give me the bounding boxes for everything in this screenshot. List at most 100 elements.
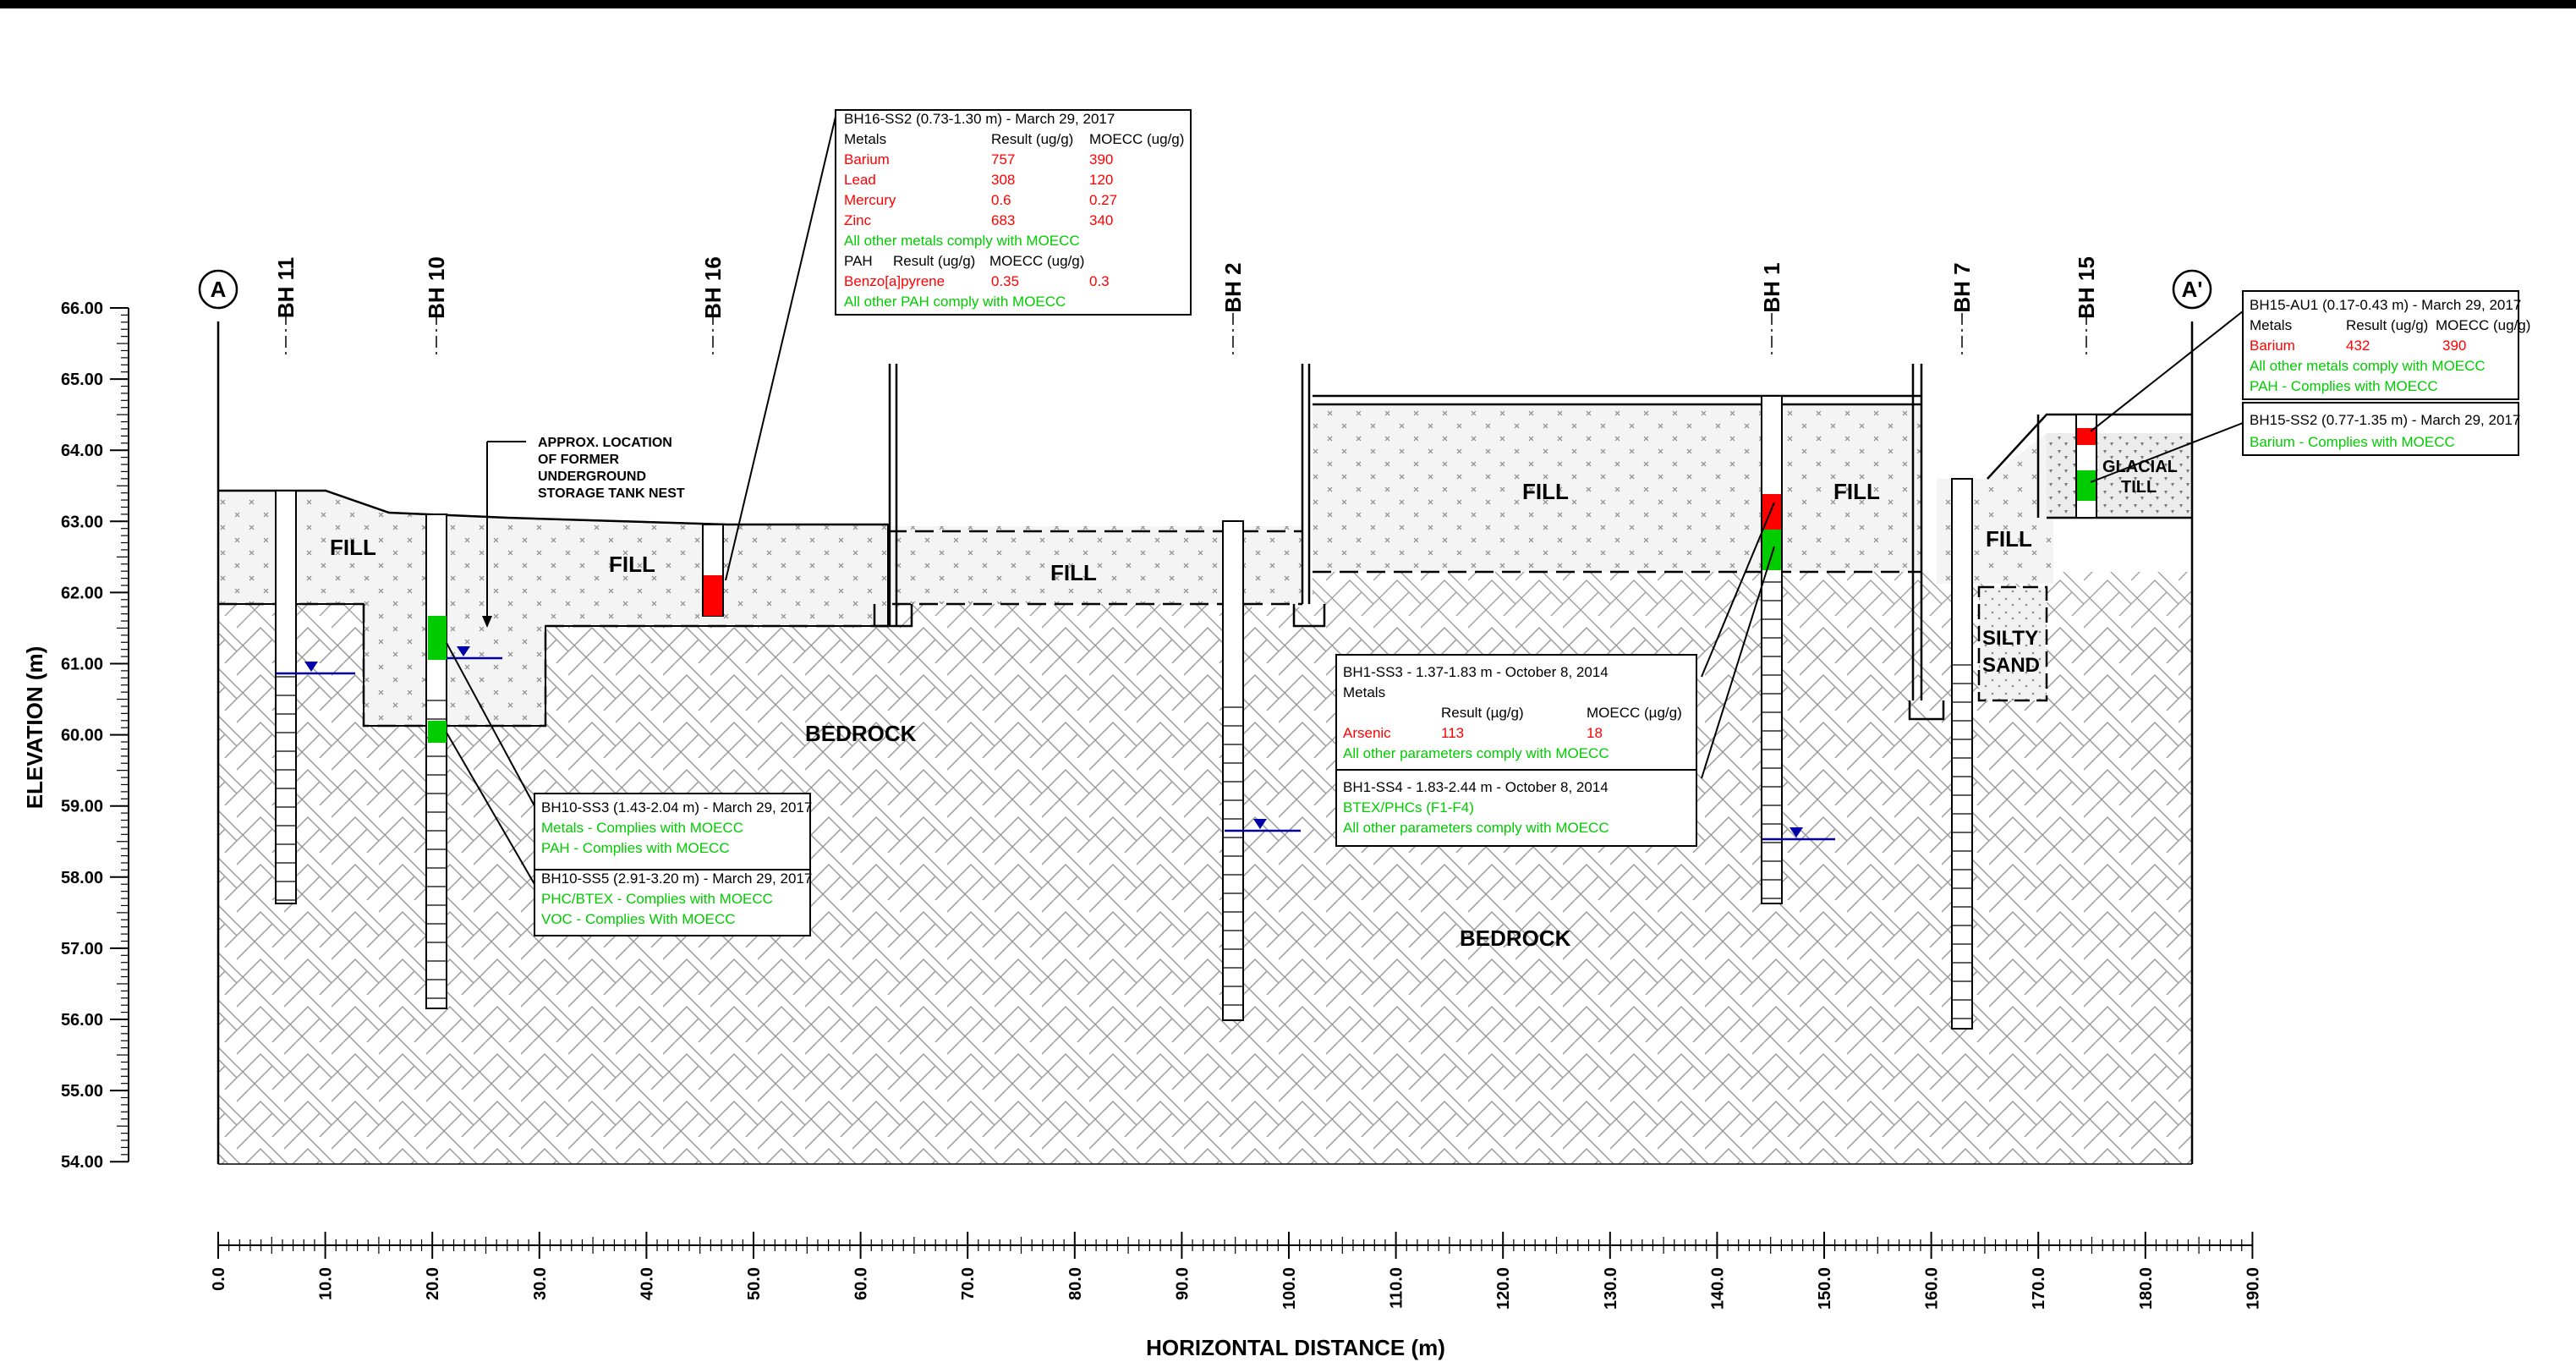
y-tick-label: 57.00 (61, 940, 103, 958)
borehole-label-bh1: BH 1 (1759, 262, 1784, 312)
bh16-row-cell: Zinc (844, 212, 872, 228)
sample-bh10-ss3 (428, 616, 447, 660)
y-tick-label: 58.00 (61, 869, 103, 887)
bh16-pah-result-header: Result (ug/g) (893, 253, 975, 269)
ust-note-line-3: UNDERGROUND (538, 470, 646, 484)
ust-note-line-1: APPROX. LOCATION (538, 436, 672, 450)
borehole-label-bh2: BH 2 (1220, 262, 1246, 312)
bh1a-result-h: Result (µg/g) (1441, 705, 1524, 721)
bh16-row-cell: Lead (844, 172, 876, 188)
x-tick-label: 20.0 (424, 1267, 442, 1300)
bh15a-ok1: All other metals comply with MOECC (2250, 358, 2486, 374)
glacial-till-zone (2047, 433, 2192, 518)
bh16-row-cell: 0.6 (991, 192, 1011, 208)
y-tick-label: 61.00 (61, 656, 103, 674)
bh1b-ok1: BTEX/PHCs (F1-F4) (1343, 799, 1474, 816)
bh15a-moecc-h: MOECC (ug/g) (2436, 317, 2530, 333)
water-levels (276, 646, 1835, 841)
fill-label-5: FILL (1833, 479, 1880, 504)
result-box-bh16: BH16-SS2 (0.73-1.30 m) - March 29, 2017 … (835, 109, 1192, 316)
section-end-label: A' (2182, 277, 2203, 302)
bh16-metals-ok: All other metals comply with MOECC (844, 233, 1080, 249)
y-tick-label: 56.00 (61, 1011, 103, 1030)
bh16-row-cell: 757 (991, 151, 1015, 168)
y-tick-label: 55.00 (61, 1082, 103, 1101)
bh10b-title: BH10-SS5 (2.91-3.20 m) - March 29, 2017 (541, 870, 812, 887)
till-label: TILL (2121, 478, 2157, 497)
bh16-row-cell: Mercury (844, 192, 896, 208)
sample-bh16-ss2 (704, 575, 722, 616)
x-tick-label: 170.0 (2030, 1267, 2048, 1310)
stratum-boundaries (216, 321, 2194, 1165)
strata-labels: FILL FILL FILL FILL FILL FILL BEDROCK BE… (330, 458, 2178, 951)
bh16-row-cell: 0.27 (1089, 192, 1117, 208)
water-level-bh11 (276, 662, 355, 675)
x-tick-label: 0.0 (210, 1267, 228, 1291)
section-end-marker (2172, 269, 2212, 310)
x-tick-label: 40.0 (638, 1267, 656, 1300)
x-tick-label: 10.0 (317, 1267, 336, 1300)
y-tick-label: 62.00 (61, 584, 103, 602)
bh16-metals-header: Metals (844, 131, 886, 147)
bh16-row-cell: Barium (844, 151, 890, 168)
bh1a-result: 113 (1441, 725, 1464, 741)
bh10a-ok2: PAH - Complies with MOECC (541, 840, 730, 856)
borehole-shaft (1951, 478, 1973, 1030)
y-tick-label: 54.00 (61, 1153, 103, 1172)
borehole-label-bh15: BH 15 (2074, 256, 2099, 319)
borehole-shafts (275, 395, 2097, 1030)
sample-bh10-ss5 (428, 721, 447, 743)
bh15b-title: BH15-SS2 (0.77-1.35 m) - March 29, 2017 (2250, 412, 2520, 428)
x-tick-label: 100.0 (1280, 1267, 1299, 1310)
x-tick-label: 110.0 (1388, 1267, 1406, 1309)
y-tick-label: 65.00 (61, 371, 103, 389)
x-tick-label: 70.0 (959, 1267, 978, 1300)
result-box-bh15-ss2: BH15-SS2 (0.77-1.35 m) - March 29, 2017 … (2242, 402, 2520, 456)
borehole-shaft (1222, 520, 1244, 1021)
fill-label-2: FILL (609, 552, 655, 577)
bh16-pah-result: 0.35 (991, 273, 1019, 289)
fill-label-6: FILL (1986, 526, 2032, 552)
bh15a-param: Barium (2250, 338, 2295, 354)
x-tick-label: 180.0 (2137, 1267, 2156, 1310)
ust-note-line-2: OF FORMER (538, 453, 619, 467)
y-tick-label: 59.00 (61, 798, 103, 816)
x-axis-title: HORIZONTAL DISTANCE (m) (1146, 1335, 1445, 1360)
bh10b-ok1: PHC/BTEX - Complies with MOECC (541, 891, 773, 907)
bh16-row-cell: 390 (1089, 151, 1113, 168)
bh16-result-header: Result (ug/g) (991, 131, 1073, 147)
bh1a-sub: Metals (1343, 684, 1385, 700)
result-box-bh10-ss3: BH10-SS3 (1.43-2.04 m) - March 29, 2017 … (534, 793, 812, 870)
bh1b-ok2: All other parameters comply with MOECC (1343, 820, 1609, 836)
ust-note-line-4: STORAGE TANK NEST (538, 486, 685, 501)
bh10a-ok1: Metals - Complies with MOECC (541, 820, 743, 836)
sand-label: SAND (1982, 654, 2040, 677)
fill-label-1: FILL (330, 535, 376, 560)
section-start-marker (198, 269, 238, 310)
water-level-bh2 (1225, 819, 1301, 832)
silty-sand-zone (1979, 587, 2047, 700)
bh1a-moecc-h: MOECC (µg/g) (1587, 705, 1682, 721)
y-axis: 66.0065.0064.0063.0062.0061.0060.0059.00… (61, 299, 129, 1172)
bh15a-moecc: 390 (2442, 338, 2466, 354)
bh15a-metals: Metals (2250, 317, 2292, 333)
bh16-pah-param: Benzo[a]pyrene (844, 273, 945, 289)
bh15a-result-h: Result (ug/g) (2346, 317, 2428, 333)
bh16-row-cell: 308 (991, 172, 1015, 188)
result-box-bh15-au1: BH15-AU1 (0.17-0.43 m) - March 29, 2017 … (2242, 290, 2530, 400)
bh16-title: BH16-SS2 (0.73-1.30 m) - March 29, 2017 (844, 111, 1115, 127)
bh16-row-cell: 340 (1089, 212, 1113, 228)
sample-bh15-au1 (2077, 428, 2096, 445)
bh10b-ok2: VOC - Complies With MOECC (541, 911, 736, 927)
bh1a-param: Arsenic (1343, 725, 1391, 741)
bh16-moecc-header: MOECC (ug/g) (1089, 131, 1184, 147)
bh16-pah-ok: All other PAH comply with MOECC (844, 294, 1066, 310)
result-box-bh1-ss4: BH1-SS4 - 1.83-2.44 m - October 8, 2014 … (1335, 769, 1697, 847)
bh15b-ok1: Barium - Complies with MOECC (2250, 434, 2455, 450)
bh16-row-cell: 120 (1089, 172, 1113, 188)
fill-label-3: FILL (1050, 560, 1097, 585)
x-tick-label: 120.0 (1494, 1267, 1513, 1310)
